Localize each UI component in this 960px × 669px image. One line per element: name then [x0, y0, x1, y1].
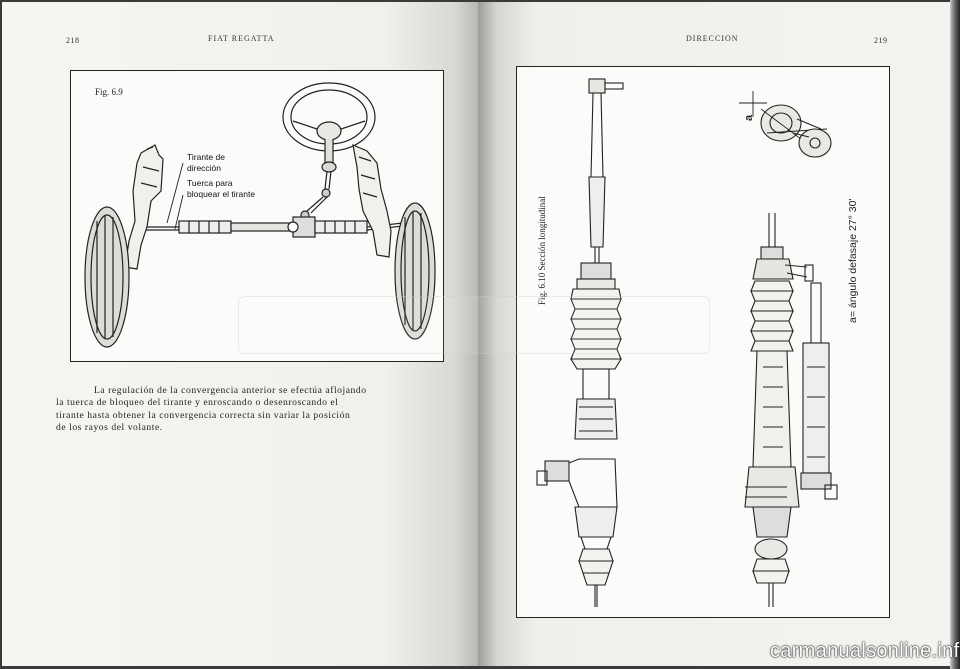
rack-section-illustration — [536, 78, 838, 607]
body-paragraph: La regulación de la convergencia anterio… — [56, 385, 446, 435]
callout-tuerca-line2: bloquear el tirante — [187, 189, 256, 199]
paragraph-line: La regulación de la convergencia anterio… — [94, 385, 367, 396]
figure-6-9: Fig. 6.9 — [70, 70, 444, 362]
right-page-number: 219 — [874, 36, 888, 45]
paragraph-line: de los rayos del volante. — [56, 422, 163, 434]
callout-tuerca-line1: Tuerca para — [187, 178, 233, 188]
figure-6-10: Fig. 6.10 Sección longitudinal a= ángulo… — [516, 66, 890, 618]
page-edge — [950, 0, 960, 669]
paragraph-line: tirante hasta obtener la convergencia co… — [56, 409, 351, 421]
left-page: 218 FIAT REGATTA Fig. 6.9 — [2, 2, 478, 666]
paragraph-line: la tuerca de bloqueo del tirante y enros… — [56, 397, 339, 409]
left-running-head: FIAT REGATTA — [208, 34, 275, 43]
steering-linkage-illustration — [84, 82, 436, 348]
callout-tirante-line1: Tirante de — [187, 152, 225, 162]
right-page: DIRECCION 219 Fig. 6.10 Sección longitud… — [478, 2, 950, 666]
callout-tuerca: Tuerca para bloquear el tirante — [187, 178, 255, 200]
figure-6-9-label: Fig. 6.9 — [95, 87, 123, 97]
site-watermark: carmanualsonline.info — [770, 640, 960, 662]
watermark-overlay — [238, 296, 710, 354]
right-running-head: DIRECCION — [686, 34, 739, 43]
callout-tirante: Tirante de dirección — [187, 152, 225, 174]
callout-tirante-line2: dirección — [187, 163, 222, 173]
left-page-number: 218 — [66, 36, 80, 45]
left-wheel — [84, 206, 130, 348]
